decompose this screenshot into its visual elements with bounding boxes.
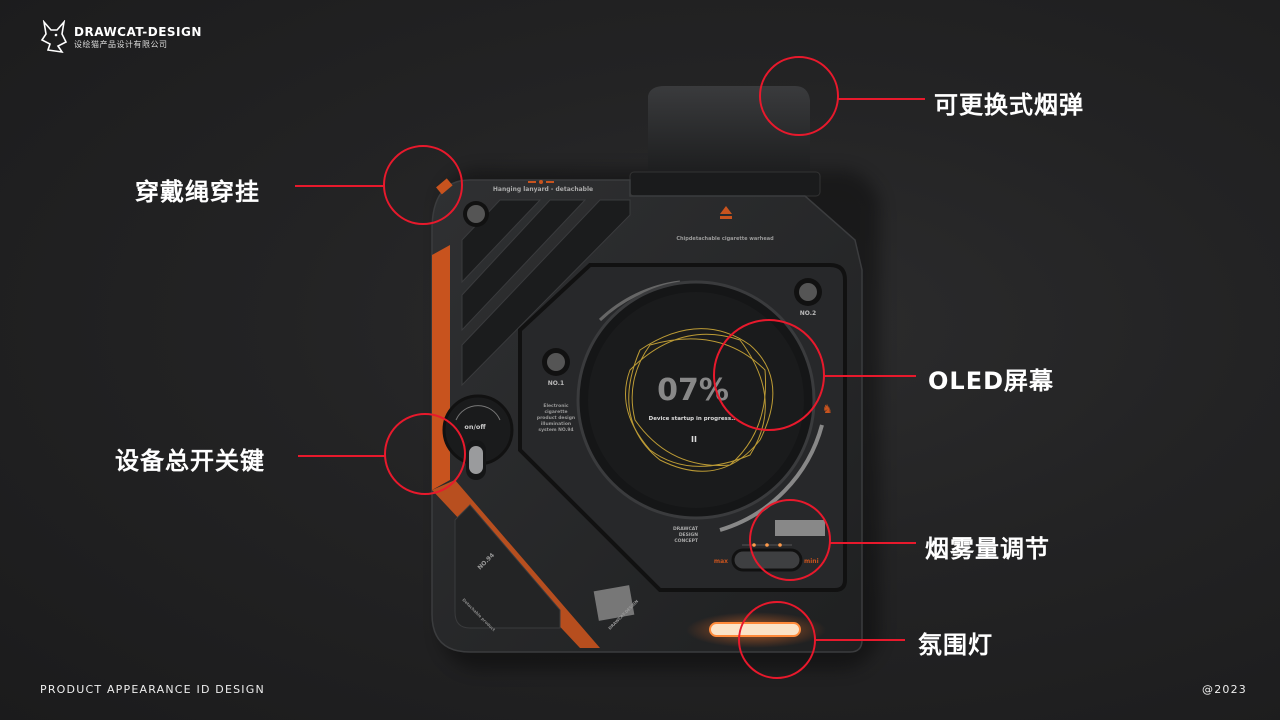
screen-percent: 07% (657, 373, 729, 408)
brand: DRAWCAT-DESIGN 设绘猫产品设计有限公司 (40, 20, 202, 54)
footer-title: PRODUCT APPEARANCE ID DESIGN (40, 683, 265, 696)
screw-label: NO.1 (548, 380, 564, 387)
power-button[interactable] (442, 394, 514, 480)
slider-min-label: mini (804, 558, 819, 565)
brand-name: DRAWCAT-DESIGN (74, 24, 202, 39)
callout-ambient: 氛围灯 (918, 631, 993, 659)
cat-logo-icon (40, 20, 68, 54)
screw-icon (542, 348, 570, 376)
callouts (295, 56, 925, 679)
hatch-badge (775, 520, 825, 536)
callout-ring (759, 56, 839, 136)
lanyard-text: Hanging lanyard - detachable (493, 186, 593, 193)
callout-oled: OLED屏幕 (928, 367, 1055, 395)
callout-lanyard: 穿戴绳穿挂 (135, 178, 260, 206)
eject-icon (720, 206, 732, 219)
footer-year: @2023 (1202, 683, 1247, 696)
side-text: Electronic cigarette product design illu… (536, 404, 576, 433)
callout-smoke: 烟雾量调节 (925, 535, 1050, 563)
hatch-badge (593, 585, 635, 621)
grip-stripes (461, 199, 631, 387)
side-accent (432, 245, 450, 490)
screw-label: NO.2 (800, 310, 816, 317)
callout-power: 设备总开关键 (115, 447, 265, 475)
concept-text: DRAWCAT (673, 526, 699, 532)
screen-status: Device startup in progress... (649, 416, 738, 422)
smoke-slider[interactable] (731, 543, 803, 572)
callout-cartridge: 可更换式烟弹 (934, 91, 1084, 119)
brand-subtitle: 设绘猫产品设计有限公司 (74, 39, 168, 49)
callout-ring (749, 499, 831, 581)
ambient-light (709, 622, 801, 637)
concept-text: CONCEPT (674, 538, 699, 544)
screw-icon (794, 278, 822, 306)
cartridge-text: Chipdetachable cigarette warhead (676, 236, 774, 242)
power-label: on/off (464, 423, 486, 431)
cat-mark-icon: ♞ (822, 402, 833, 416)
cartridge (629, 86, 821, 197)
pause-icon[interactable]: II (691, 435, 697, 444)
screw-icon (463, 201, 489, 227)
callout-ring (384, 413, 466, 495)
waveform (625, 328, 774, 472)
slider-max-label: max (714, 558, 728, 565)
concept-text: DESIGN (679, 532, 698, 538)
